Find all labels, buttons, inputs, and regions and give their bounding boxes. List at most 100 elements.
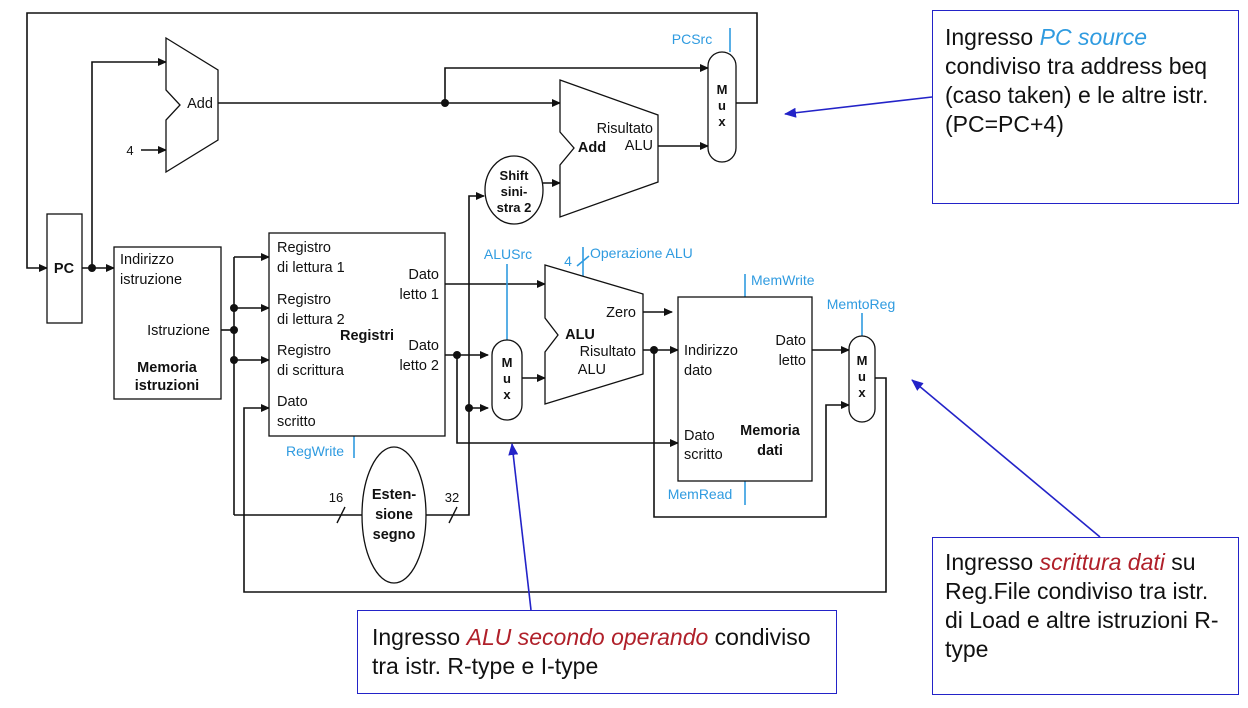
se-l3: segno <box>373 527 416 543</box>
wb-mux-u: u <box>858 369 866 384</box>
dm-out-l1: Dato <box>775 333 806 349</box>
ctl-regwrite: RegWrite <box>286 443 344 459</box>
junction-dot <box>453 351 461 359</box>
wire-writeback <box>243 377 887 593</box>
register-file: Registro di lettura 1 Registro di lettur… <box>268 232 446 437</box>
wire-aluresult-bypass <box>653 350 850 518</box>
reg-w-l1: Registro <box>277 343 331 359</box>
instruction-memory: Indirizzo istruzione Istruzione Memoria … <box>113 246 222 400</box>
alu-mux-m: M <box>502 355 513 370</box>
callout-write-data: Ingresso scrittura dati su Reg.File cond… <box>932 537 1239 695</box>
alu-result-l1: Risultato <box>580 344 636 360</box>
ctl-aluop-slash <box>576 255 590 267</box>
alu-result-l2: ALU <box>578 362 606 378</box>
ctl-memread: MemRead <box>668 486 733 502</box>
dm-name-l2: dati <box>757 443 783 459</box>
im-out: Istruzione <box>147 323 210 339</box>
branch-adder-result-l2: ALU <box>625 138 653 154</box>
pc-adder-label: Add <box>187 96 213 112</box>
alu-mux-x: x <box>503 387 511 402</box>
shift-l2: sini- <box>501 184 528 199</box>
reg-r1-l1: Registro <box>277 240 331 256</box>
im-name-l2: istruzioni <box>135 378 199 394</box>
callout-write-data-post: su Reg.File condiviso tra istr. di Load … <box>945 549 1219 662</box>
callout-pc-source-post: condiviso tra address beq (caso taken) e… <box>945 53 1209 137</box>
wb-mux-x: x <box>858 385 866 400</box>
dm-in-l2: scritto <box>684 447 723 463</box>
reg-o2-l1: Dato <box>408 338 439 354</box>
junction-dot <box>465 404 473 412</box>
se-l2: sione <box>375 507 413 523</box>
alu: ALU Zero Risultato ALU <box>544 264 644 405</box>
callout-alu-operand-pre: Ingresso <box>372 624 467 650</box>
arrow-pc-source <box>784 96 933 118</box>
pc-register: PC <box>46 213 83 324</box>
im-name-l1: Memoria <box>137 360 198 376</box>
four-constant: 4 <box>126 143 133 158</box>
wire-pc-loop <box>26 12 758 272</box>
wire-readdata2-mem <box>456 355 679 447</box>
data-memory: Indirizzo dato Dato letto Dato scritto M… <box>677 296 813 482</box>
pc-mux-x: x <box>718 114 726 129</box>
wb-mux-m: M <box>857 353 868 368</box>
ctl-memwrite: MemWrite <box>751 272 815 288</box>
reg-r1-l2: di lettura 1 <box>277 260 345 276</box>
alu-zero: Zero <box>606 305 636 321</box>
dm-out-l2: letto <box>779 353 806 369</box>
reg-w-l2: di scrittura <box>277 363 345 379</box>
reg-o2-l2: letto 2 <box>400 358 440 374</box>
junction-dot <box>650 346 658 354</box>
dm-addr-l2: dato <box>684 363 712 379</box>
callout-alu-operand-post: condiviso tra istr. R-type e I-type <box>372 624 811 679</box>
alu-mux-u: u <box>503 371 511 386</box>
ctl-alusrc: ALUSrc <box>484 246 532 262</box>
memtoreg-mux: M u x <box>848 335 876 423</box>
se-in-bits: 16 <box>329 490 343 505</box>
dm-addr-l1: Indirizzo <box>684 343 738 359</box>
pc-mux-u: u <box>718 98 726 113</box>
im-addr-l1: Indirizzo <box>120 252 174 268</box>
shift-l1: Shift <box>500 168 530 183</box>
callout-write-data-pre: Ingresso <box>945 549 1040 575</box>
wire-pc4-mux <box>444 64 709 103</box>
reg-d-l1: Dato <box>277 394 308 410</box>
pc-mux-m: M <box>717 82 728 97</box>
callout-alu-operand: Ingresso ALU secondo operando condiviso … <box>357 610 837 694</box>
callout-pc-source: Ingresso PC source condiviso tra address… <box>932 10 1239 204</box>
callout-pc-source-pre: Ingresso <box>945 24 1040 50</box>
reg-name: Registri <box>340 328 394 344</box>
bus-slashes <box>336 506 458 524</box>
callout-alu-operand-highlight: ALU secondo operando <box>466 624 709 650</box>
bus-slash <box>336 506 346 524</box>
alu-name: ALU <box>565 327 595 343</box>
junction-dot <box>441 99 449 107</box>
junction-dot <box>88 264 96 272</box>
junction-dot <box>230 304 238 312</box>
pc-label: PC <box>54 261 75 277</box>
branch-adder-name: Add <box>578 140 606 156</box>
arrow-write-data <box>911 379 1101 538</box>
reg-o1-l2: letto 1 <box>400 287 440 303</box>
im-addr-l2: istruzione <box>120 272 182 288</box>
reg-d-l2: scritto <box>277 414 316 430</box>
shift-left-2: Shift sini- stra 2 <box>484 155 544 225</box>
se-l1: Esten- <box>372 487 416 503</box>
se-out-bits: 32 <box>445 490 459 505</box>
dm-name-l1: Memoria <box>740 423 801 439</box>
arrow-alu-operand <box>508 443 532 611</box>
junction-dot <box>230 356 238 364</box>
junctions <box>88 99 658 412</box>
junction-dot <box>230 326 238 334</box>
sign-extend: Esten- sione segno <box>361 446 427 584</box>
callout-arrows <box>508 96 1101 611</box>
branch-adder-result-l1: Risultato <box>597 121 653 137</box>
callout-pc-source-highlight: PC source <box>1039 24 1147 50</box>
bus-slash <box>448 506 458 524</box>
branch-adder: Add Risultato ALU <box>559 79 659 218</box>
reg-r2-l1: Registro <box>277 292 331 308</box>
control-lines <box>353 28 863 505</box>
shift-l3: stra 2 <box>497 200 532 215</box>
pc-adder: Add <box>165 36 219 174</box>
dm-in-l1: Dato <box>684 428 715 444</box>
